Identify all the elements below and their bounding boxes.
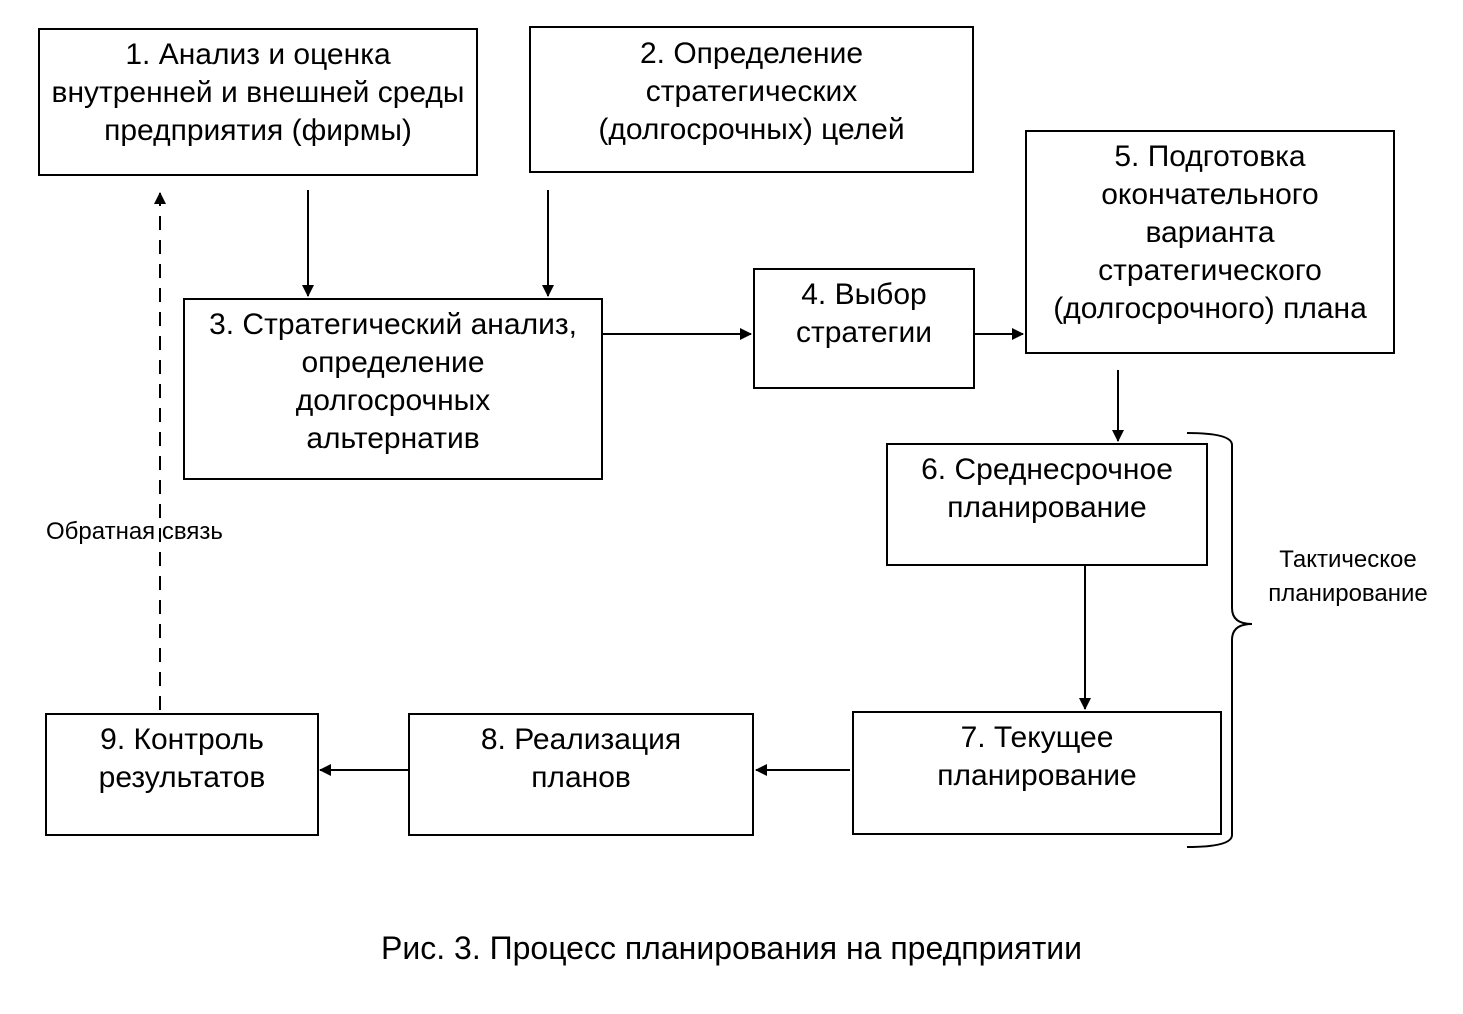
box-plan-implementation: 8. Реализация планов <box>408 713 754 836</box>
box-strategy-choice: 4. Выбор стратегии <box>753 268 975 389</box>
box-strategic-analysis-text: 3. Стратегический анализ, определение до… <box>209 308 577 455</box>
box-strategic-analysis: 3. Стратегический анализ, определение до… <box>183 298 603 480</box>
box-results-control: 9. Контроль результатов <box>45 713 319 836</box>
box-strategy-choice-text: 4. Выбор стратегии <box>796 278 932 349</box>
box-final-plan-text: 5. Подготовка окончательного варианта ст… <box>1053 140 1367 325</box>
box-environment-analysis: 1. Анализ и оценка внутренней и внешней … <box>38 28 478 176</box>
box-environment-analysis-text: 1. Анализ и оценка внутренней и внешней … <box>51 38 465 147</box>
tactical-planning-label: Тактическое планирование <box>1268 546 1428 607</box>
box-medium-term-planning-text: 6. Среднесрочное планирование <box>921 453 1173 524</box>
box-final-plan: 5. Подготовка окончательного варианта ст… <box>1025 130 1395 354</box>
figure-caption: Рис. 3. Процесс планирования на предприя… <box>381 930 1082 966</box>
box-current-planning: 7. Текущее планирование <box>852 711 1222 835</box>
box-current-planning-text: 7. Текущее планирование <box>937 721 1137 792</box>
box-medium-term-planning: 6. Среднесрочное планирование <box>886 443 1208 566</box>
box-strategic-goals-text: 2. Определение стратегических (долгосроч… <box>598 37 905 146</box>
box-strategic-goals: 2. Определение стратегических (долгосроч… <box>529 26 974 173</box>
feedback-label: Обратная связь <box>46 518 223 545</box>
box-results-control-text: 9. Контроль результатов <box>98 723 266 794</box>
box-plan-implementation-text: 8. Реализация планов <box>480 723 682 794</box>
tactical-brace <box>1186 432 1253 848</box>
